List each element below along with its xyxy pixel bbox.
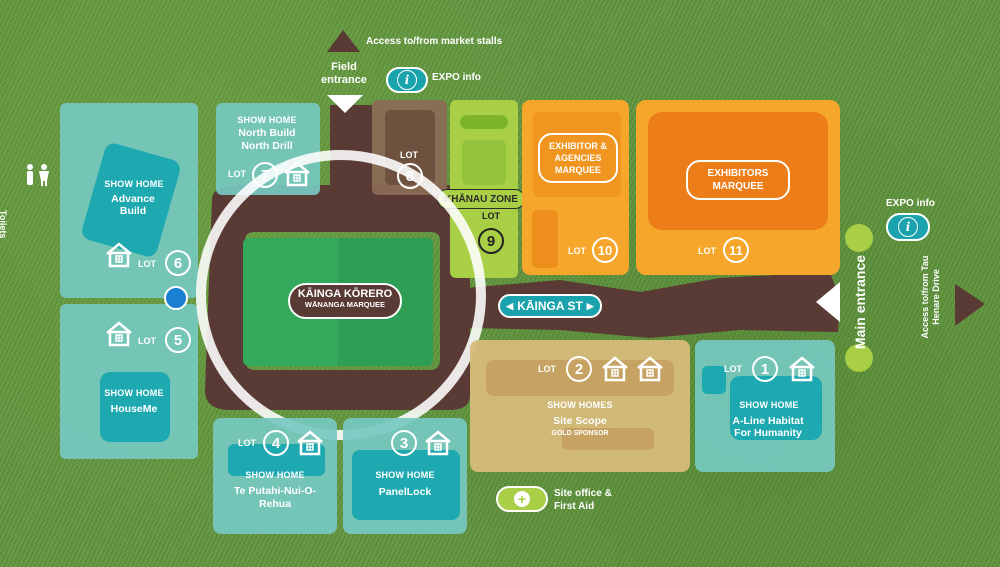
market-stalls-access-label: Access to/from market stalls — [366, 36, 503, 47]
info-icon[interactable]: i — [886, 213, 930, 241]
lot-11-plot — [648, 112, 828, 230]
lot-2-showhomes-label: SHOW HOMES — [547, 400, 613, 410]
house-icon — [283, 160, 311, 188]
lot-1-small-plot — [702, 366, 726, 394]
lot-3-title: PanelLock — [378, 486, 432, 498]
site-office-badge[interactable]: + — [496, 486, 548, 512]
lot-6-word: LOT — [138, 259, 156, 269]
exhibitors-marquee-badge[interactable]: EXHIBITORS MARQUEE — [686, 160, 790, 200]
house-icon — [296, 429, 324, 457]
lot-3-showhome-label: SHOW HOME — [375, 470, 435, 480]
expo-info-top-label: EXPO info — [432, 72, 481, 83]
exit-arrow-icon — [955, 284, 985, 326]
lot-1-word: LOT — [724, 364, 742, 374]
lot-4-showhome-label: SHOW HOME — [245, 470, 305, 480]
lot-6-title: Advance Build — [111, 193, 155, 217]
site-office-label: Site office & First Aid — [554, 488, 612, 512]
lot-2-number[interactable]: 2 — [566, 356, 592, 382]
street-left-arrow-icon: ◀ — [506, 300, 514, 311]
lot-5-showhome-label: SHOW HOME — [104, 388, 164, 398]
expo-info-right-label: EXPO info — [886, 198, 935, 209]
lot-3-number[interactable]: 3 — [391, 430, 417, 456]
lot-10-word: LOT — [568, 246, 586, 256]
lot-9-number[interactable]: 9 — [478, 228, 504, 254]
lot-11-word: LOT — [698, 246, 716, 256]
lot-10-small-plot — [532, 210, 558, 268]
house-icon — [636, 355, 664, 383]
lot-4-title: Te Putahi-Nui-O-Rehua — [233, 485, 317, 510]
lot-1-number[interactable]: 1 — [752, 356, 778, 382]
house-icon — [105, 320, 133, 348]
tau-henare-access-label: Access to/from Tau Henare Drive — [920, 255, 941, 339]
field-entrance-label: Field entrance — [321, 61, 367, 86]
plus-icon: + — [514, 491, 530, 507]
house-icon — [424, 429, 452, 457]
lot-6-number[interactable]: 6 — [165, 250, 191, 276]
kainga-street-label: KĀINGA ST — [517, 299, 583, 313]
lot-9-inner — [462, 140, 506, 185]
exhibitor-agencies-marquee-badge[interactable]: EXHIBITOR & AGENCIES MARQUEE — [538, 133, 618, 183]
lot-4-number[interactable]: 4 — [263, 430, 289, 456]
kainga-street-road — [465, 272, 840, 338]
entrance-bollard-top — [845, 224, 873, 252]
house-icon — [105, 241, 133, 269]
lot-10-number[interactable]: 10 — [592, 237, 618, 263]
toilet-icon — [24, 163, 50, 187]
lot-5-plot — [100, 372, 170, 442]
main-entrance-label: Main entrance — [852, 254, 868, 350]
lot-7-showhome-label: SHOW HOME — [237, 115, 297, 125]
water-tap-icon — [164, 286, 188, 310]
lot-9-word: LOT — [482, 211, 500, 221]
lot-1-showhome-label: SHOW HOME — [739, 400, 799, 410]
lot-7-word: LOT — [228, 169, 246, 179]
lot-5-title: HouseMe — [110, 403, 158, 415]
house-icon — [601, 355, 629, 383]
lot-4-word: LOT — [238, 438, 256, 448]
toilets-label: Toilets — [0, 210, 8, 239]
lot-8-word: LOT — [400, 150, 418, 160]
lot-9-bar — [460, 115, 508, 129]
info-icon[interactable]: i — [386, 67, 428, 93]
central-highlight-ring — [196, 150, 486, 440]
lot-1-plot — [730, 376, 822, 440]
lot-2-subplot — [562, 428, 654, 450]
lot-2-sponsor: GOLD SPONSOR — [551, 430, 609, 437]
lot-2-title: Site Scope — [553, 415, 607, 427]
lot-3-plot — [352, 450, 460, 520]
field-entrance-arrow-icon — [327, 95, 363, 113]
lot-2-word: LOT — [538, 364, 556, 374]
house-icon — [788, 355, 816, 383]
kainga-street-badge[interactable]: ◀ KĀINGA ST ▶ — [498, 294, 602, 318]
lot-1-title: A-Line Habitat For Humanity — [732, 415, 804, 439]
lot-6-showhome-label: SHOW HOME — [104, 179, 164, 189]
market-stalls-arrow-icon — [327, 30, 360, 52]
street-right-arrow-icon: ▶ — [586, 300, 594, 311]
lot-7-title: North Build North Drill — [238, 127, 296, 152]
main-entrance-arrow-icon — [816, 282, 840, 322]
lot-5-number[interactable]: 5 — [165, 327, 191, 353]
entrance-bollard-bottom — [845, 344, 873, 372]
lot-11-number[interactable]: 11 — [723, 237, 749, 263]
lot-5-word: LOT — [138, 336, 156, 346]
